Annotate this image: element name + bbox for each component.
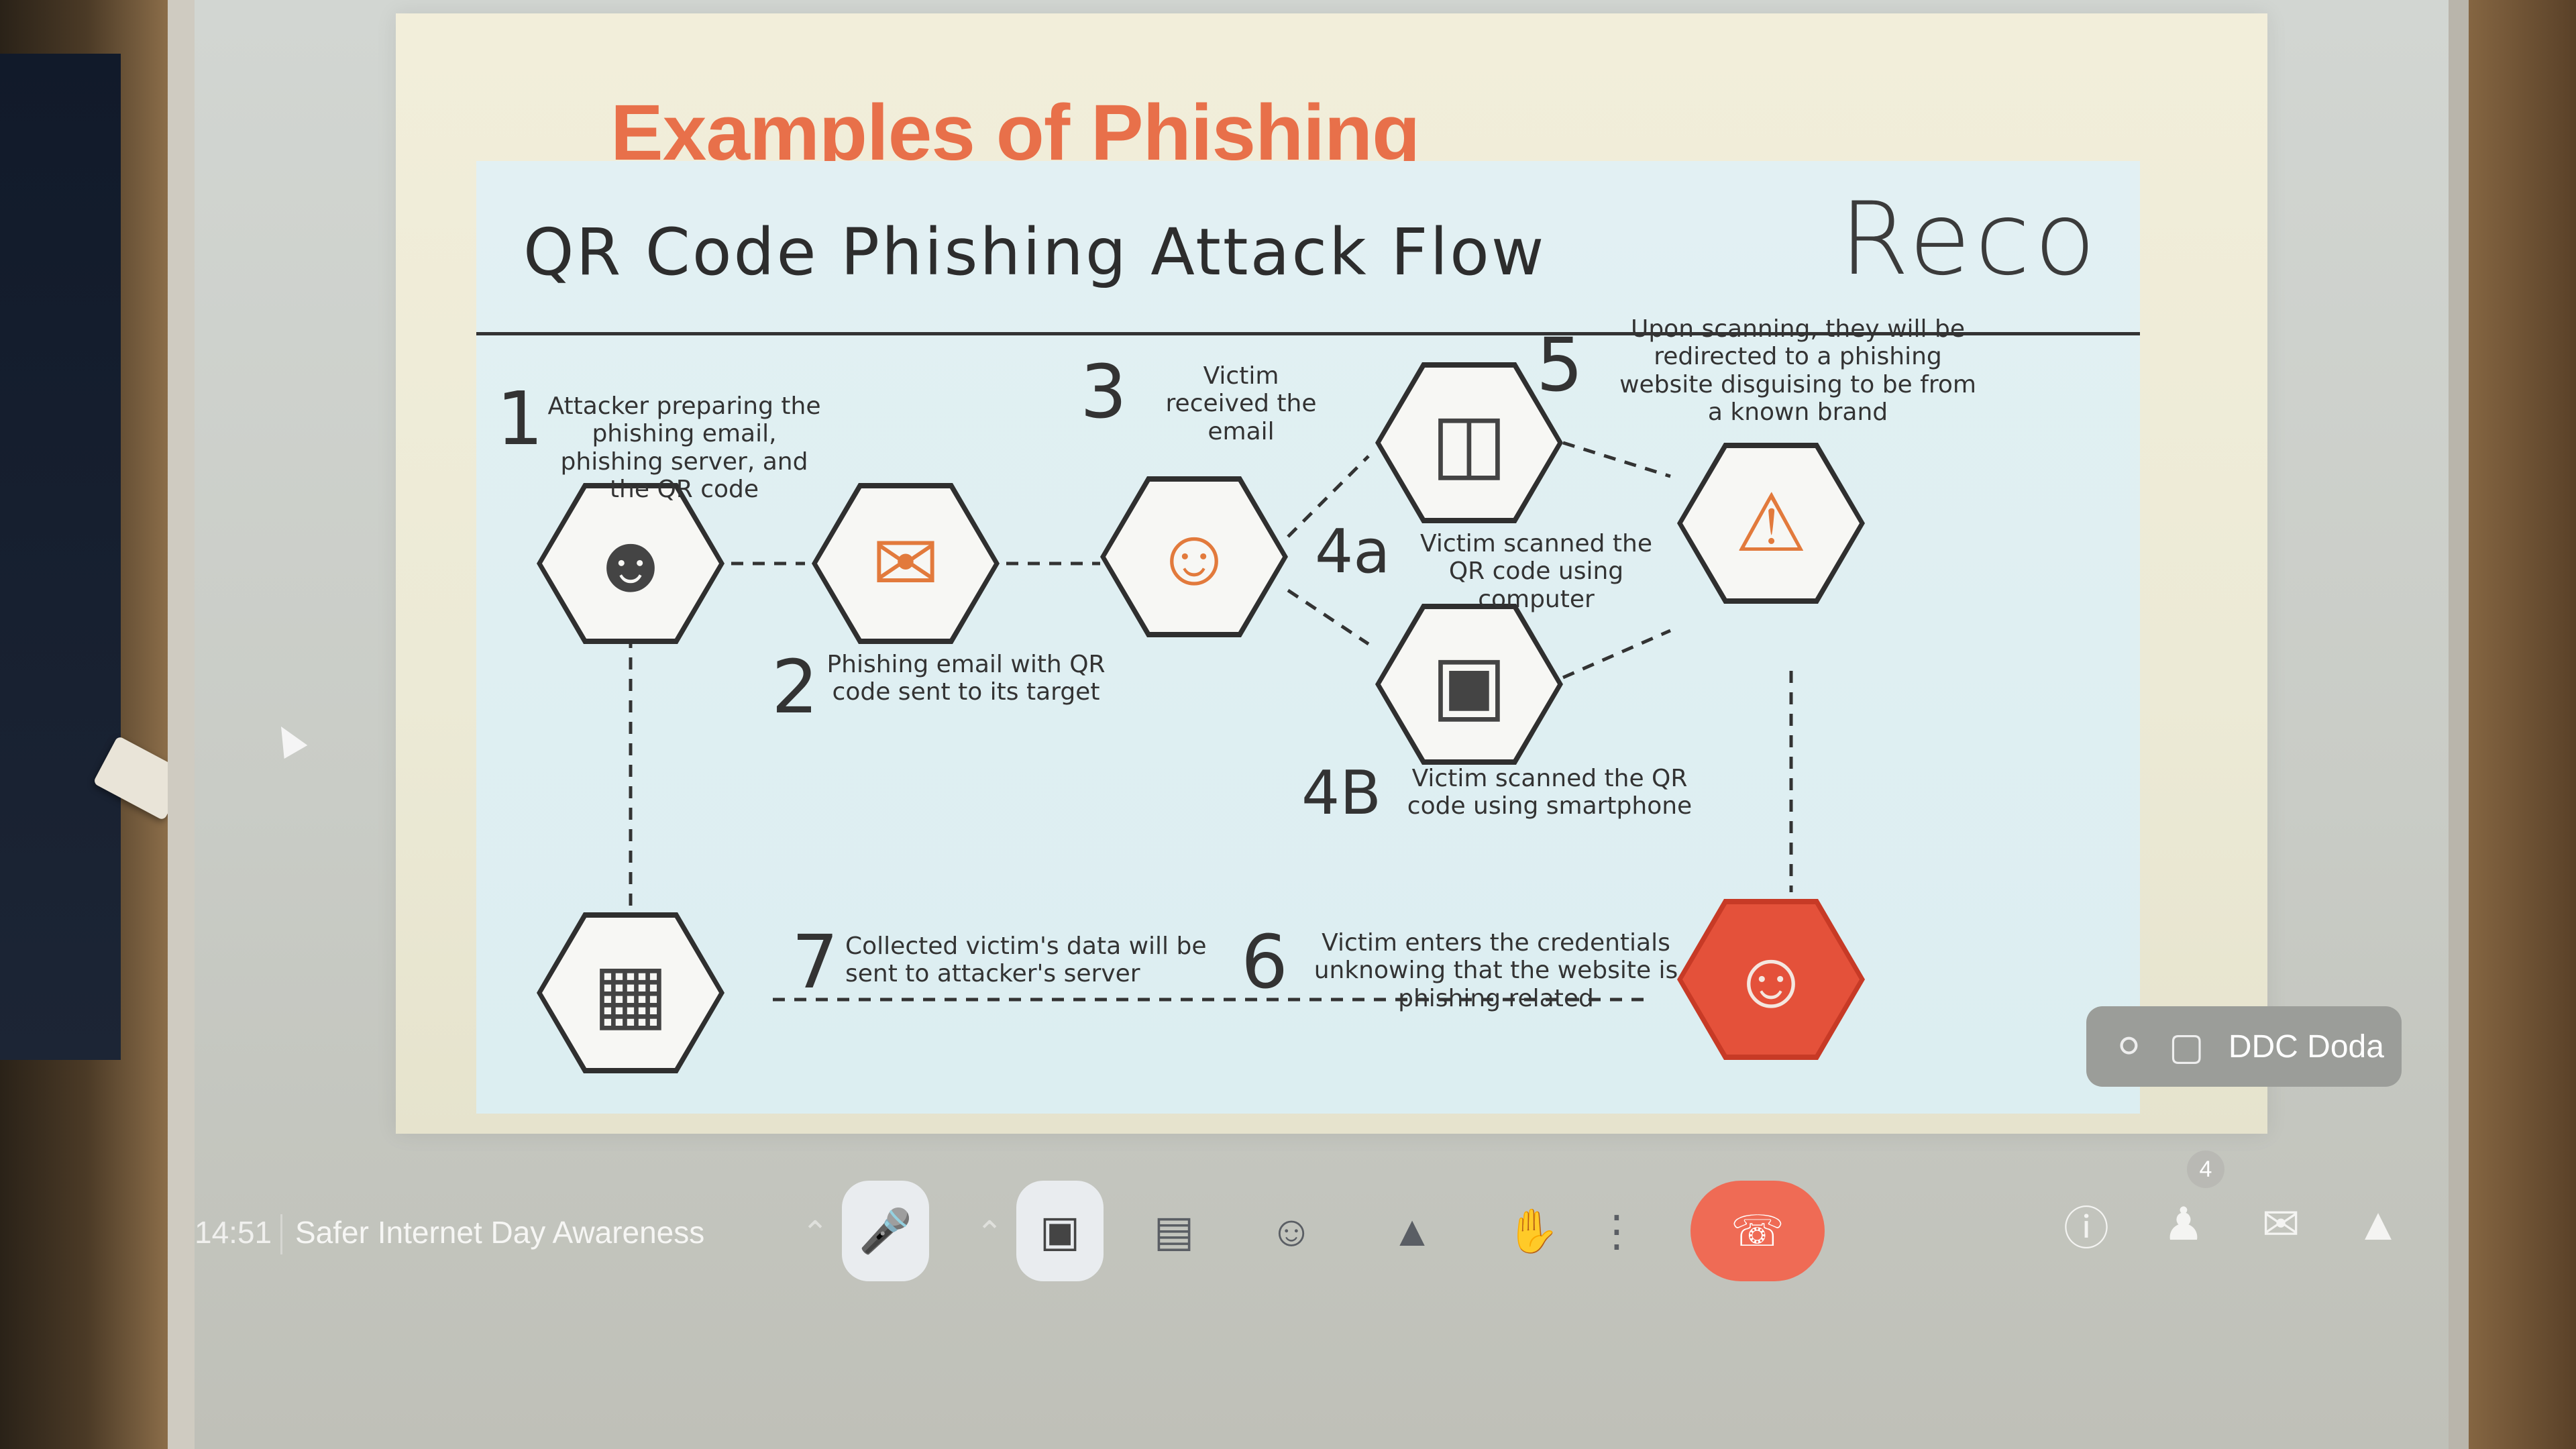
smartphone-icon: ▣ — [1431, 639, 1507, 729]
emoji-reaction-button[interactable]: ☺ — [1248, 1181, 1335, 1281]
meeting-control-bar: 14:51 Safer Internet Day Awareness ⌃ 🎤 ⌃… — [0, 1140, 2576, 1342]
step-1-number: 1 — [496, 376, 543, 462]
presenter-tile[interactable]: ⚪ ▢ DDC Doda — [2086, 1006, 2402, 1087]
clock-separator — [280, 1214, 282, 1254]
video-options-chevron-icon[interactable]: ⌃ — [976, 1216, 1004, 1251]
step-3-text: Victim received the email — [1165, 362, 1317, 445]
participant-count-badge: 4 — [2187, 1150, 2224, 1188]
emoji-icon: ☺ — [1269, 1207, 1313, 1255]
brand-logo: Reco — [1839, 181, 2100, 298]
step-3-number: 3 — [1080, 349, 1127, 435]
victim-hex: ☺ — [1100, 476, 1288, 637]
step-4b-number: 4B — [1301, 758, 1382, 828]
hacker-icon: ☻ — [588, 519, 674, 608]
mic-off-icon: ⚪ — [2113, 1025, 2145, 1067]
captions-button[interactable]: ▤ — [1130, 1181, 1218, 1281]
step-4a-text: Victim scanned the QR code using compute… — [1419, 530, 1653, 613]
presented-slide: Examples of Phishing QR Code Phishing At… — [396, 13, 2267, 1134]
credentials-hex: ☺ — [1677, 899, 1865, 1060]
step-2-text: Phishing email with QR code sent to its … — [826, 651, 1106, 706]
step-6-number: 6 — [1241, 919, 1288, 1005]
more-options-button[interactable]: ⋮ — [1593, 1181, 1640, 1281]
mic-toggle-button[interactable]: 🎤 — [842, 1181, 929, 1281]
warning-icon: ⚠ — [1735, 478, 1807, 568]
people-icon: ♟ — [2163, 1198, 2204, 1250]
title-divider — [476, 332, 2140, 335]
qr-email-icon: ✉ — [871, 519, 940, 608]
camera-off-icon: ▢ — [2168, 1025, 2204, 1067]
meeting-title: Safer Internet Day Awareness — [295, 1215, 705, 1250]
step-5-text: Upon scanning, they will be redirected t… — [1619, 315, 1976, 427]
info-icon: ⓘ — [2063, 1203, 2109, 1254]
email-hex: ✉ — [812, 483, 1000, 644]
step-5-number: 5 — [1536, 322, 1583, 408]
more-options-icon: ⋮ — [1595, 1206, 1638, 1255]
present-screen-icon: ▲ — [1391, 1207, 1434, 1255]
meeting-clock: 14:51 — [195, 1215, 272, 1250]
step-7-number: 7 — [792, 919, 839, 1005]
step-6-text: Victim enters the credentials unknowing … — [1313, 929, 1678, 1012]
raise-hand-button[interactable]: ✋ — [1489, 1181, 1576, 1281]
end-call-icon: ☏ — [1730, 1206, 1785, 1255]
chat-icon: ✉ — [2261, 1198, 2300, 1250]
meeting-info-button[interactable]: ⓘ — [2049, 1187, 2123, 1261]
victim-laptop-icon: ☺ — [1729, 934, 1813, 1024]
infographic: QR Code Phishing Attack Flow Reco ☻ ✉ ☺ — [476, 161, 2140, 1114]
attacker-hex: ☻ — [537, 483, 724, 644]
raise-hand-icon: ✋ — [1506, 1206, 1560, 1255]
activities-button[interactable]: ▲ — [2341, 1187, 2415, 1261]
captions-icon: ▤ — [1153, 1206, 1195, 1255]
people-button[interactable]: ♟ — [2147, 1187, 2220, 1261]
step-1-text: Attacker preparing the phishing email, p… — [547, 392, 821, 504]
step-7-text: Collected victim's data will be sent to … — [845, 932, 1207, 988]
step-4b-text: Victim scanned the QR code using smartph… — [1407, 765, 1693, 820]
computer-hex: ◫ — [1375, 362, 1563, 523]
end-call-button[interactable]: ☏ — [1690, 1181, 1825, 1281]
camera-off-icon: ▣ — [1039, 1206, 1081, 1255]
infographic-title: QR Code Phishing Attack Flow — [523, 215, 1546, 290]
window-panel — [0, 54, 121, 1060]
chat-button[interactable]: ✉ — [2244, 1187, 2318, 1261]
step-4a-number: 4a — [1315, 517, 1391, 587]
phishing-site-hex: ⚠ — [1677, 443, 1865, 604]
camera-toggle-button[interactable]: ▣ — [1016, 1181, 1104, 1281]
presenter-name: DDC Doda — [2228, 1028, 2384, 1065]
audio-options-chevron-icon[interactable]: ⌃ — [802, 1216, 829, 1251]
computer-icon: ◫ — [1431, 398, 1507, 488]
activities-icon: ▲ — [2355, 1199, 2401, 1250]
server-hex: ▦ — [537, 912, 724, 1073]
smartphone-hex: ▣ — [1375, 604, 1563, 765]
server-icon: ▦ — [592, 948, 669, 1038]
victim-icon: ☺ — [1152, 512, 1236, 602]
present-screen-button[interactable]: ▲ — [1368, 1181, 1456, 1281]
step-2-number: 2 — [771, 644, 818, 730]
mic-off-icon: 🎤 — [859, 1206, 912, 1255]
